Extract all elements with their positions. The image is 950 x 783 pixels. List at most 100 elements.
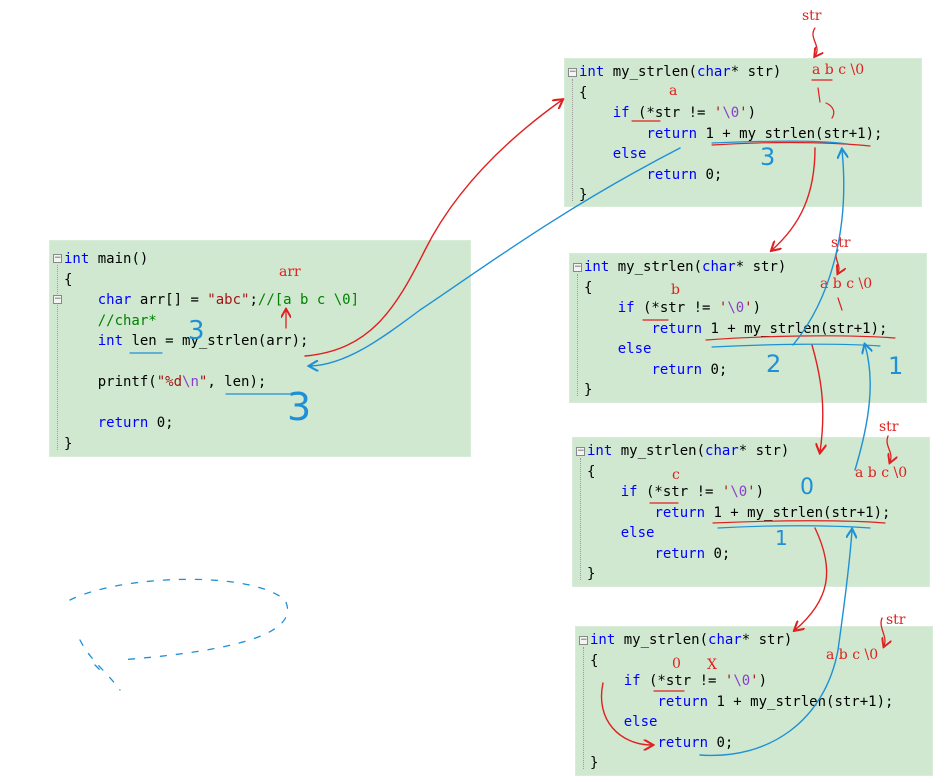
strlen-panel-2: − int my_strlen(char* str){ if (*str != … — [569, 253, 927, 403]
code-token-cmt: //char* — [97, 312, 157, 329]
code-token-kw: return — [651, 320, 703, 337]
code-token — [587, 484, 621, 500]
char-nul-mark: 0 — [672, 656, 681, 672]
code-line: else — [579, 144, 882, 165]
code-line: return 0; — [590, 733, 893, 754]
code-token — [579, 146, 613, 162]
code-line: return 1 + my_strlen(str+1); — [579, 124, 882, 145]
code-token-kw: int — [64, 251, 90, 267]
code-token: ) — [758, 673, 768, 689]
code-token-str: ' — [713, 105, 723, 121]
code-token-kw: else — [612, 146, 647, 162]
code-line: int my_strlen(char* str) — [579, 62, 882, 83]
arr-label: arr — [279, 264, 301, 280]
code-token: 0; — [697, 166, 723, 183]
code-token-str: "%d — [156, 374, 183, 390]
code-line: if (*str != '\0') — [590, 671, 893, 692]
code-token-str: ' — [721, 484, 731, 500]
code-token: arr[] = — [131, 292, 208, 308]
fold-guide — [580, 458, 581, 580]
code-line: return 0; — [579, 165, 882, 186]
fold-guide — [57, 265, 58, 450]
collapse-strlen-icon[interactable]: − — [579, 635, 588, 645]
fold-guide — [572, 79, 573, 201]
code-line: if (*str != '\0') — [587, 482, 890, 503]
code-token-kw: int — [584, 259, 610, 275]
strlen-code: int my_strlen(char* str){ if (*str != '\… — [587, 441, 890, 585]
code-line: return 0; — [587, 544, 890, 565]
code-line: int my_strlen(char* str) — [584, 257, 887, 278]
code-token: ) — [747, 105, 757, 121]
code-token-kw: else — [623, 714, 658, 730]
code-token: printf( — [64, 374, 157, 390]
code-token: { — [579, 84, 588, 101]
code-token-cmt: //[a b c \0] — [257, 292, 360, 308]
code-token-kw: if — [612, 105, 630, 121]
code-line: } — [579, 185, 882, 206]
code-token: 0; — [148, 415, 174, 431]
code-token: my_strlen( — [612, 443, 706, 459]
code-token-str: ' — [747, 484, 756, 500]
code-line: } — [64, 434, 359, 455]
code-token-str: ' — [739, 105, 748, 121]
strlen-panel-3: − int my_strlen(char* str){ if (*str != … — [572, 437, 930, 587]
code-line: } — [590, 753, 893, 774]
code-line: return 1 + my_strlen(str+1); — [584, 319, 887, 340]
code-token: 1 + my_strlen(str+1); — [708, 693, 894, 710]
char-c-mark: c — [672, 467, 680, 483]
code-token — [584, 321, 651, 337]
code-token: , len); — [207, 374, 267, 390]
collapse-strlen-icon[interactable]: − — [576, 446, 585, 456]
code-token: * str) — [738, 443, 790, 459]
char-b-mark: b — [671, 282, 680, 298]
code-token-kw: return — [654, 545, 706, 562]
code-line: return 0; — [584, 360, 887, 381]
code-token: len = my_strlen(arr); — [123, 333, 309, 349]
code-line: int my_strlen(char* str) — [587, 441, 890, 462]
code-token-kw: return — [657, 693, 709, 710]
code-token — [64, 313, 98, 329]
str-label-2: str — [831, 235, 851, 251]
code-token: { — [584, 279, 593, 296]
code-token: my_strlen( — [604, 64, 698, 80]
code-line — [64, 352, 359, 373]
code-token-kw: else — [617, 341, 652, 357]
main-code: int main(){ char arr[] = "abc";//[a b c … — [64, 249, 359, 454]
collapse-strlen-icon[interactable]: − — [568, 67, 577, 77]
code-token — [587, 505, 654, 521]
strlen-code: int my_strlen(char* str){ if (*str != '\… — [579, 62, 882, 206]
code-token-kw: int — [590, 632, 616, 648]
collapse-strlen-icon[interactable]: − — [573, 262, 582, 272]
str-label-4: str — [886, 612, 906, 628]
code-token-str: ' — [744, 300, 753, 316]
strlen-panel-1: − int my_strlen(char* str){ if (*str != … — [564, 58, 922, 207]
code-token-str: " — [198, 374, 208, 390]
code-token-kw: char — [708, 632, 742, 648]
code-line: else — [584, 339, 887, 360]
code-token — [579, 167, 646, 183]
code-token-kw: char — [705, 443, 739, 459]
code-token: 1 + my_strlen(str+1); — [705, 504, 891, 521]
result-3-printf: 3 — [287, 385, 312, 429]
code-token: } — [64, 435, 73, 452]
code-token: 0; — [702, 361, 728, 378]
code-token-esc: \0 — [733, 673, 751, 689]
result-1-frame3: 1 — [775, 526, 788, 550]
code-token-kw: char — [97, 292, 132, 308]
code-token-kw: return — [646, 125, 698, 142]
code-token — [584, 341, 618, 357]
char-a-mark: a — [669, 83, 678, 99]
code-token-kw: char — [697, 64, 731, 80]
code-token: { — [587, 463, 596, 480]
code-line: return 0; — [64, 413, 359, 434]
code-token — [587, 546, 654, 562]
code-token: ; — [249, 292, 258, 308]
code-token — [579, 105, 613, 121]
str-label-3: str — [879, 419, 899, 435]
code-line: { — [587, 462, 890, 483]
code-token: 1 + my_strlen(str+1); — [697, 125, 883, 142]
result-3-frame1: 3 — [760, 143, 776, 171]
code-line: { — [579, 83, 882, 104]
collapse-decl-icon[interactable]: − — [53, 294, 62, 304]
collapse-main-icon[interactable]: − — [53, 253, 62, 263]
